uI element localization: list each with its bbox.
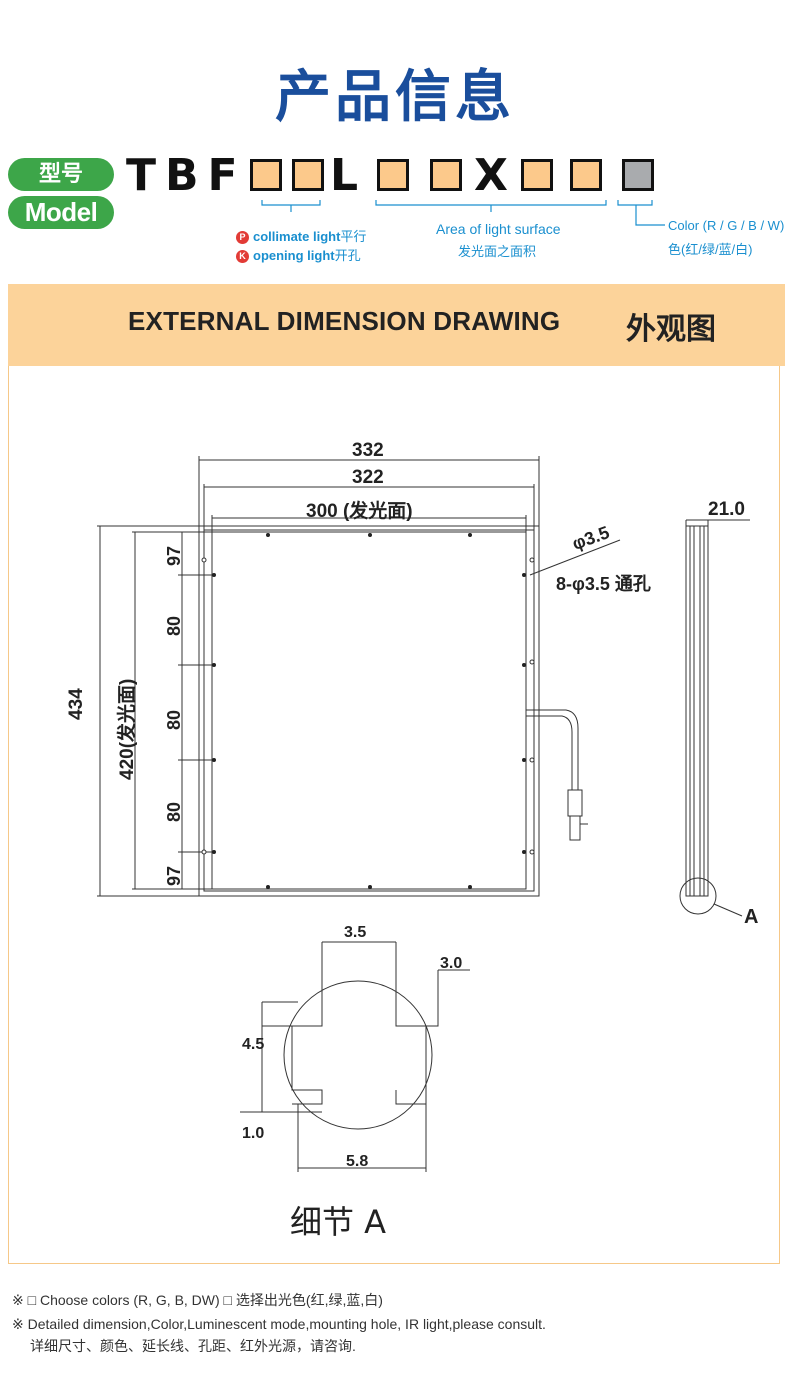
note-consult-en: ※ Detailed dimension,Color,Luminescent m… [12,1316,546,1332]
model-code-l: L [330,150,359,201]
code-box-5 [521,159,553,191]
note-colors: ※ □ Choose colors (R, G, B, DW) □ 选择出光色(… [12,1292,383,1308]
model-brackets [261,200,665,226]
annotation-opening-cn: 开孔 [334,248,361,263]
model-label-cn: 型号 [8,158,114,191]
dim-holes: 8-φ3.5 通孔 [556,574,651,594]
annotation-collimate-en: collimate light [253,229,341,244]
section-banner: EXTERNAL DIMENSION DRAWING 外观图 [8,284,785,366]
mounting-holes [212,533,526,889]
detail-dim-58: 5.8 [346,1153,369,1170]
annotation-color-cn: 色(红/绿/蓝/白) [668,242,753,257]
dim-97-bottom: 97 [164,865,184,886]
detail-dim-30: 3.0 [440,955,463,972]
code-box-color [622,159,654,191]
dim-80-a: 80 [164,615,184,636]
k-badge-icon: K [236,250,249,263]
dim-300: 300 (发光面) [306,501,413,522]
dim-97-top: 97 [164,545,184,566]
dim-420: 420(发光面) [117,678,138,780]
code-box-2 [292,159,324,191]
dim-80-b: 80 [164,709,184,730]
dim-322: 322 [352,467,384,488]
model-code-prefix: TBF [126,150,247,201]
front-view [97,456,621,897]
dim-332: 332 [352,440,384,461]
annotation-opening-en: opening light [253,248,335,263]
detail-dim-45: 4.5 [242,1036,265,1053]
annotation-color-en: Color (R / G / B / W) [668,218,785,233]
detail-dim-35: 3.5 [344,924,367,941]
detail-caption: 细节 A [290,1203,387,1241]
label-a: A [744,906,759,928]
code-box-3 [377,159,409,191]
annotation-collimate-cn: 平行 [340,229,367,244]
annotation-area-cn: 发光面之面积 [458,244,537,259]
code-box-1 [250,159,282,191]
dim-434: 434 [66,688,87,720]
page-title: 产品信息 [275,65,515,130]
code-box-6 [570,159,602,191]
section-title-en: EXTERNAL DIMENSION DRAWING [128,306,561,336]
section-title-cn: 外观图 [626,312,716,347]
side-holes [201,557,535,855]
detail-dim-10: 1.0 [242,1125,265,1142]
annotation-area-en: Area of light surface [436,221,561,237]
code-box-4 [430,159,462,191]
model-code-x: X [474,150,508,201]
drawing-frame [8,366,780,1264]
side-view [679,519,750,917]
note-consult-cn: 详细尺寸、颜色、延长线、孔距、红外光源，请咨询. [30,1338,356,1354]
dim-21: 21.0 [708,499,745,520]
dimension-drawing [97,456,750,1172]
detail-a [240,941,470,1172]
dim-80-c: 80 [164,801,184,822]
p-badge-icon: P [236,231,249,244]
model-label-en: Model [8,196,114,229]
